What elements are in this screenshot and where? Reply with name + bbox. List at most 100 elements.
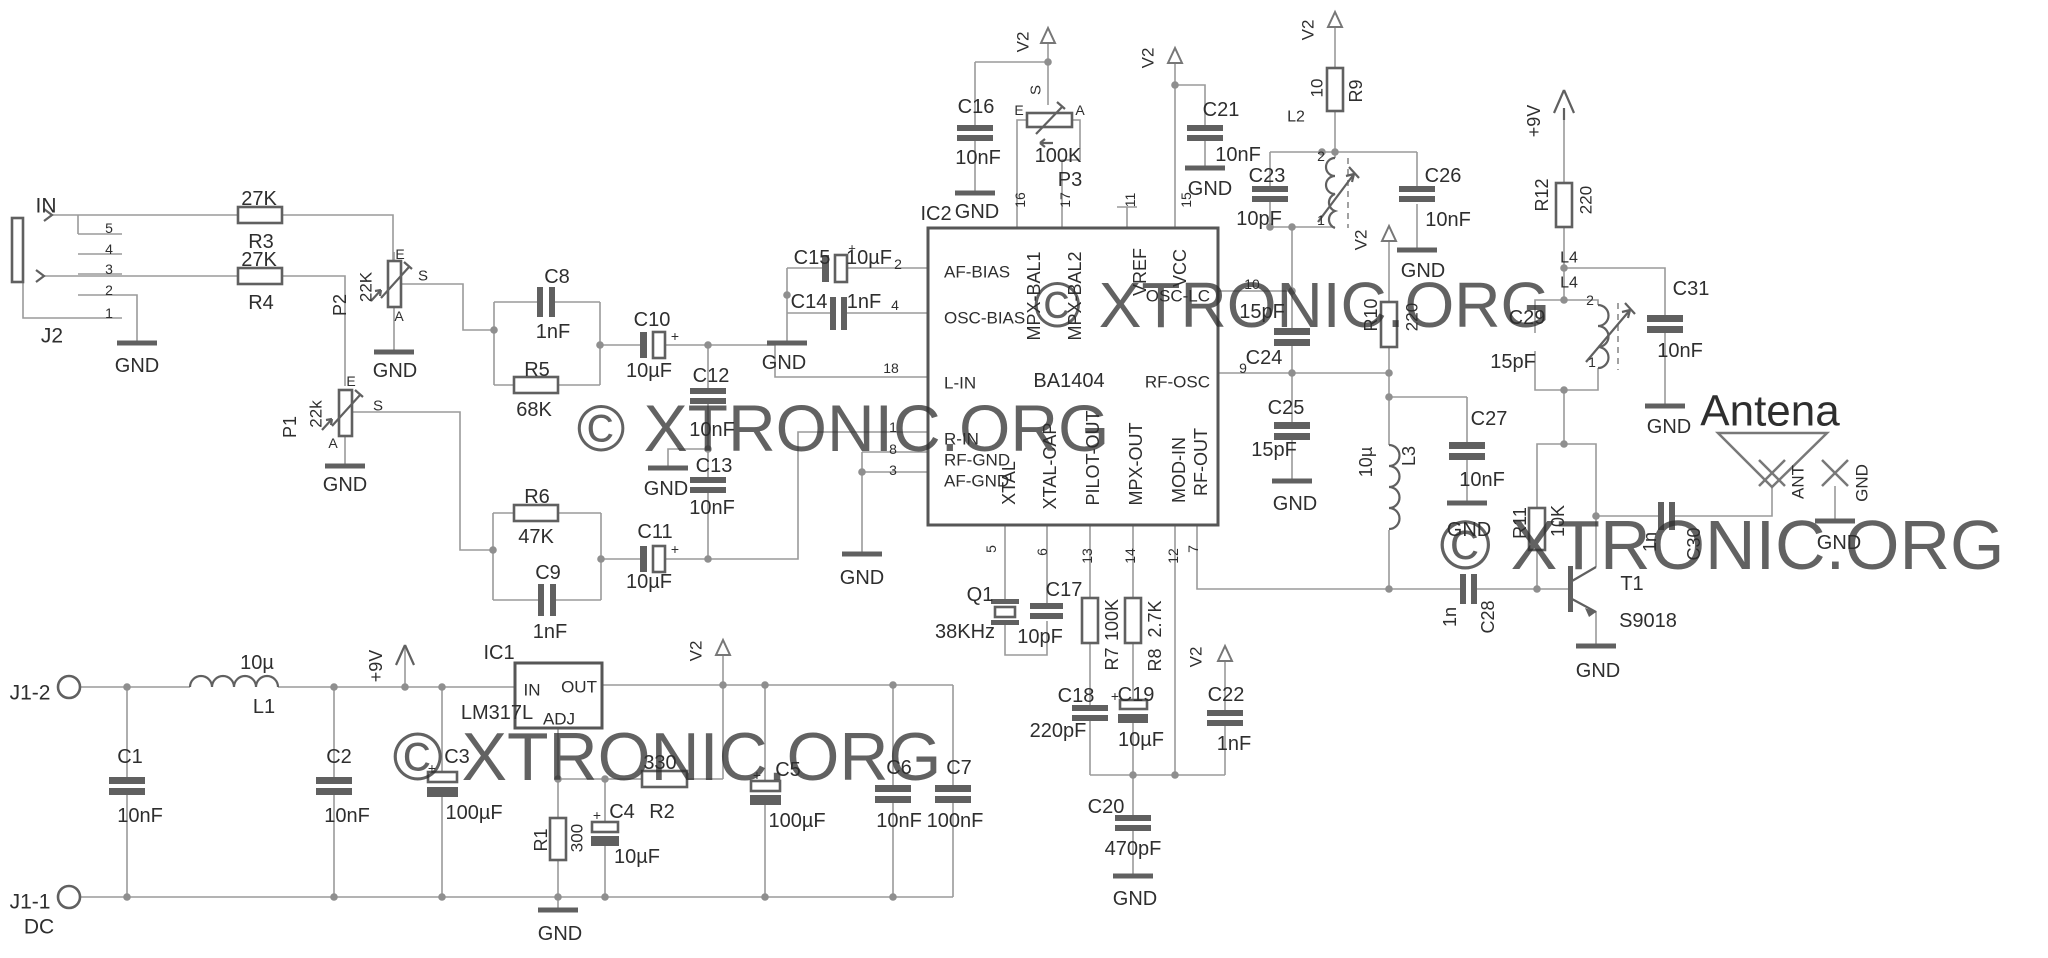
- c19-value: 10µF: [1118, 729, 1164, 751]
- watermark-3: © XTRONIC.ORG: [1440, 506, 2005, 584]
- c18-value: 220pF: [1030, 720, 1087, 742]
- ic2-pin-13: 13: [1079, 548, 1095, 564]
- ic2-vcc: VCC: [1170, 249, 1190, 287]
- ant-gnd-label: GND: [1853, 464, 1872, 502]
- c27-ref: C27: [1471, 408, 1508, 430]
- c3-ref: C3: [444, 746, 470, 768]
- c20-gnd: GND: [1113, 888, 1157, 910]
- watermark-4: © XTRONIC.ORG: [393, 719, 942, 795]
- c26-value: 10nF: [1425, 209, 1471, 231]
- ic2-rfgnd: RF-GND: [944, 451, 1010, 470]
- p3-ref: P3: [1058, 169, 1082, 191]
- j2-ref: J2: [41, 325, 63, 348]
- r9-ref: R9: [1346, 79, 1366, 102]
- ic1-pin-adj: ADJ: [543, 710, 575, 729]
- r7-ref: R7: [1102, 647, 1122, 670]
- resistor-r11: [1527, 506, 1547, 552]
- ic2-pin-14: 14: [1122, 548, 1138, 564]
- ic2-mpxbal2: MPX-BAL2: [1065, 251, 1085, 340]
- ic2-xtal: XTAL: [999, 461, 1019, 505]
- c21-value: 10nF: [1215, 144, 1261, 166]
- inductor-l1: [188, 674, 280, 688]
- c6-value: 10nF: [876, 810, 922, 832]
- p2-value: 22K: [357, 271, 376, 302]
- j2-pin-1: 1: [105, 305, 113, 321]
- p3-pin-s: S: [1028, 85, 1045, 95]
- c3-plus: +: [428, 760, 436, 776]
- p3-pin-a: A: [1075, 102, 1085, 118]
- resistor-r4: [236, 266, 284, 286]
- resistor-r6: [512, 503, 560, 523]
- ic2-afbias: AF-BIAS: [944, 263, 1010, 282]
- jack-contact-icon: [35, 208, 54, 283]
- transistor-t1: [1568, 566, 1597, 617]
- c2-ref: C2: [326, 746, 352, 768]
- c11-plus: +: [671, 541, 679, 557]
- c27-gnd: GND: [1447, 519, 1491, 541]
- r8-ref: R8: [1145, 648, 1165, 671]
- c16-value: 10nF: [955, 147, 1001, 169]
- r1-value: 300: [568, 824, 587, 852]
- j1-1-label: J1-1: [10, 891, 51, 914]
- wires-layer: [22, 26, 1836, 910]
- ic2-pin-2: 2: [894, 256, 902, 272]
- antena-label: Antena: [1700, 387, 1840, 436]
- c22-value: 1nF: [1217, 733, 1251, 755]
- v2-r10-label: V2: [1352, 230, 1371, 251]
- p2-gnd: GND: [373, 360, 417, 382]
- resistor-r7: [1080, 596, 1100, 645]
- c20-value: 470pF: [1105, 838, 1162, 860]
- ic2-xtalcap: XTAL-CAP: [1040, 423, 1060, 510]
- c28-ref: C28: [1478, 600, 1498, 633]
- r12-value: 220: [1577, 186, 1596, 214]
- c19-ref: C19: [1118, 684, 1155, 706]
- t1-value: S9018: [1619, 610, 1677, 632]
- resistor-r2: [640, 769, 689, 789]
- c25-value: 15pF: [1251, 439, 1297, 461]
- r5-value: 68K: [516, 399, 552, 421]
- ic2-rfosc: RF-OSC: [1145, 373, 1210, 392]
- c30-value: 1n: [1640, 532, 1660, 552]
- j2-pin-5: 5: [105, 220, 113, 236]
- plus9v-arrows: [394, 89, 1576, 666]
- ic2-pilotout: PILOT-OUT: [1083, 410, 1103, 505]
- ic1-pin-in: IN: [524, 681, 541, 700]
- ic2-afgnd: AF-GND: [944, 472, 1009, 491]
- c1-ref: C1: [117, 746, 143, 768]
- c1-value: 10nF: [117, 805, 163, 827]
- c29-ref: C29: [1509, 307, 1546, 329]
- c25-gnd: GND: [1273, 493, 1317, 515]
- inductor-l3: [1388, 443, 1401, 531]
- c17-ref: C17: [1046, 579, 1083, 601]
- c10-plus: +: [671, 328, 679, 344]
- c31-gnd: GND: [1647, 416, 1691, 438]
- c25-ref: C25: [1268, 397, 1305, 419]
- junction-dots: [123, 58, 1600, 901]
- ic2-pin-8: 8: [889, 441, 897, 457]
- j2-pin-2: 2: [105, 282, 113, 298]
- ic1-ref: IC1: [483, 642, 514, 664]
- r2-ref: R2: [649, 801, 675, 823]
- p1-pin-e: E: [346, 373, 355, 389]
- ic2-pin-1: 1: [889, 419, 897, 435]
- j2-pin-3: 3: [105, 261, 113, 277]
- c27-value: 10nF: [1459, 469, 1505, 491]
- c15-plus: +: [848, 241, 856, 256]
- j2-pin-4: 4: [105, 241, 113, 257]
- r2-value: 330: [643, 752, 676, 774]
- ic1-pin-out: OUT: [561, 678, 597, 697]
- r11-ref: R11: [1510, 507, 1530, 539]
- l2-ref: L2: [1287, 109, 1305, 126]
- c5-value: 100µF: [768, 810, 825, 832]
- c7-ref: C7: [946, 757, 972, 779]
- ic2-ba1404-box: [926, 226, 1220, 527]
- ic2-pin-5: 5: [983, 545, 999, 553]
- c16-gnd: GND: [955, 201, 999, 223]
- ant-label: ANT: [1789, 465, 1808, 499]
- c1415-gnd: GND: [762, 352, 806, 374]
- c11-value: 10µF: [626, 571, 672, 593]
- c13-value: 10nF: [689, 497, 735, 519]
- resistor-r1: [548, 816, 568, 862]
- r11-value: 10K: [1548, 505, 1568, 537]
- p2-pin-s: S: [418, 268, 428, 285]
